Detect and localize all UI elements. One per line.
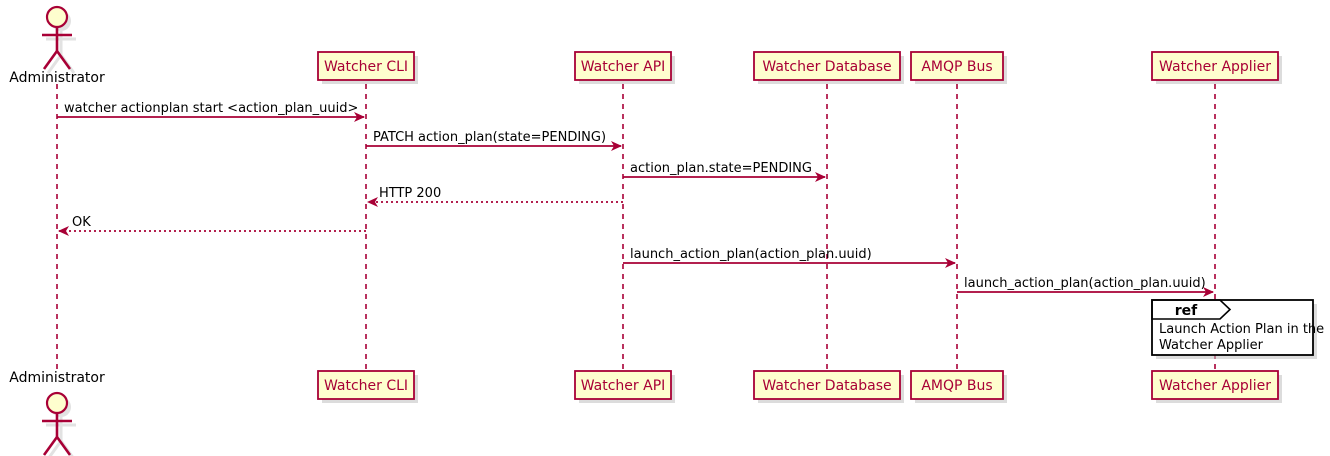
participant-box-body xyxy=(753,51,901,81)
participant-box-body xyxy=(1151,51,1279,81)
actor-figure xyxy=(42,5,72,70)
participant-box-body xyxy=(753,370,901,400)
participant-boxes-layer: Watcher CLI Watcher CLI Watcher API Watcher… xyxy=(9,5,1282,456)
participant-box-watcher-cli[interactable]: Watcher CLI xyxy=(317,370,418,403)
fragment-tab xyxy=(1151,299,1232,320)
message-label: HTTP 200 xyxy=(379,186,441,201)
message-2-watcher-api-to-watcher-database: action_plan.state=PENDING xyxy=(623,161,826,182)
message-label: launch_action_plan(action_plan.uuid) xyxy=(964,276,1206,291)
message-label: PATCH action_plan(state=PENDING) xyxy=(373,130,606,145)
participant-label: Watcher CLI xyxy=(324,59,408,75)
actor-leg-right xyxy=(55,50,72,70)
message-4-watcher-cli-to-Administrator: OK xyxy=(58,215,366,236)
actor-administrator[interactable]: Administrator xyxy=(9,370,105,456)
message-5-watcher-api-to-amqp-bus: launch_action_plan(action_plan.uuid) xyxy=(623,247,956,268)
participant-box-watcher-api[interactable]: Watcher API xyxy=(574,370,675,403)
participant-box-watcher-applier[interactable]: Watcher Applier xyxy=(1151,51,1282,84)
participant-label: Watcher Applier xyxy=(1159,59,1271,75)
participant-label: AMQP Bus xyxy=(921,59,992,75)
participant-box-body xyxy=(574,51,672,81)
participant-box-body xyxy=(574,370,672,400)
actor-head-icon xyxy=(45,5,69,29)
fragment-body-line: Watcher Applier xyxy=(1159,338,1264,353)
fragment-body-line: Launch Action Plan in the xyxy=(1159,322,1324,337)
actor-leg-right xyxy=(55,436,72,456)
participant-box-body xyxy=(1151,370,1279,400)
participant-label: Watcher API xyxy=(581,59,666,75)
lifelines-layer xyxy=(56,84,1216,370)
participant-box-watcher-database[interactable]: Watcher Database xyxy=(753,370,904,403)
participant-label: Watcher Applier xyxy=(1159,378,1271,394)
participant-box-body xyxy=(317,51,415,81)
participant-box-body xyxy=(910,51,1004,81)
participant-label: Watcher CLI xyxy=(324,378,408,394)
message-label: launch_action_plan(action_plan.uuid) xyxy=(630,247,872,262)
message-0-Administrator-to-watcher-cli: watcher actionplan start <action_plan_uu… xyxy=(57,101,365,122)
actor-leg-left xyxy=(42,50,59,70)
fragment-tab-label: ref xyxy=(1175,303,1198,319)
participant-box-watcher-applier[interactable]: Watcher Applier xyxy=(1151,370,1282,403)
actor-label: Administrator xyxy=(9,370,105,386)
participant-box-body xyxy=(317,370,415,400)
message-label: action_plan.state=PENDING xyxy=(630,161,812,176)
message-label: OK xyxy=(72,215,91,230)
actor-figure xyxy=(42,391,72,456)
actor-label: Administrator xyxy=(9,70,105,86)
fragment-body xyxy=(1151,299,1314,356)
participant-box-amqp-bus[interactable]: AMQP Bus xyxy=(910,51,1007,84)
participant-box-body xyxy=(910,370,1004,400)
actor-head-icon xyxy=(45,391,69,415)
messages-layer: watcher actionplan start <action_plan_uu… xyxy=(57,101,1214,297)
message-3-watcher-api-to-watcher-cli: HTTP 200 xyxy=(367,186,623,207)
actor-leg-left xyxy=(42,436,59,456)
message-6-amqp-bus-to-watcher-applier: launch_action_plan(action_plan.uuid) xyxy=(957,276,1214,297)
message-label: watcher actionplan start <action_plan_uu… xyxy=(64,101,358,116)
participant-label: Watcher Database xyxy=(762,59,891,75)
participant-box-amqp-bus[interactable]: AMQP Bus xyxy=(910,370,1007,403)
participant-box-watcher-api[interactable]: Watcher API xyxy=(574,51,675,84)
actor-administrator[interactable]: Administrator xyxy=(9,5,105,86)
participant-box-watcher-database[interactable]: Watcher Database xyxy=(753,51,904,84)
participant-label: AMQP Bus xyxy=(921,378,992,394)
message-1-watcher-cli-to-watcher-api: PATCH action_plan(state=PENDING) xyxy=(366,130,622,151)
participant-box-watcher-cli[interactable]: Watcher CLI xyxy=(317,51,418,84)
participant-label: Watcher Database xyxy=(762,378,891,394)
participant-label: Watcher API xyxy=(581,378,666,394)
